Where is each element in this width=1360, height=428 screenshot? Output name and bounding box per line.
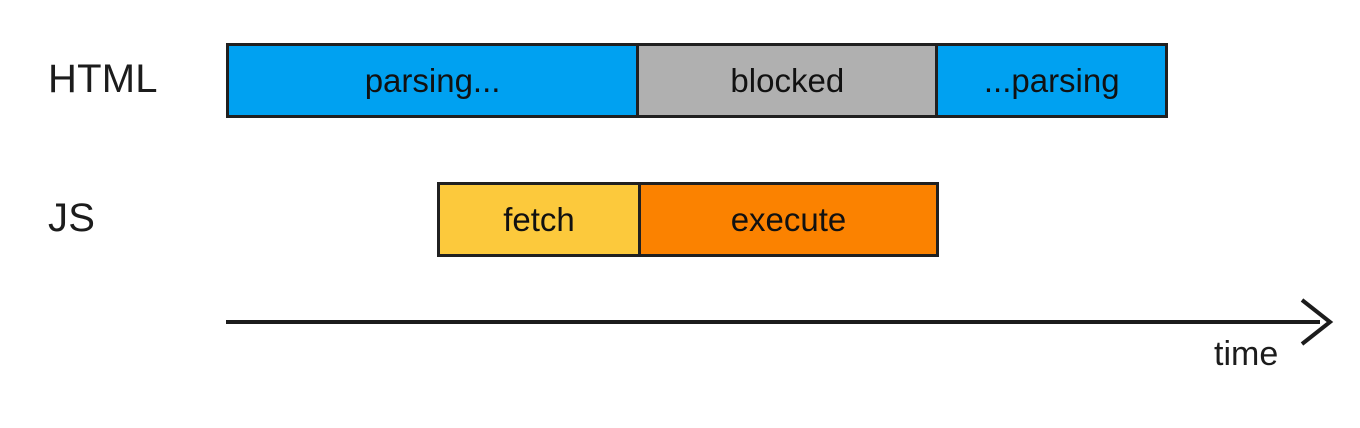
timeline-bar-js: fetch execute [437,182,939,257]
timeline-bar-html: parsing... blocked ...parsing [226,43,1168,118]
segment-execute: execute [638,182,939,257]
arrow-right-icon [1300,298,1334,346]
row-label-html: HTML [48,57,158,101]
segment-parsing-resume: ...parsing [935,43,1168,118]
segment-fetch: fetch [437,182,641,257]
segment-parsing-start: parsing... [226,43,640,118]
time-axis-label: time [1214,335,1279,373]
row-label-js: JS [48,196,96,240]
segment-blocked: blocked [636,43,939,118]
time-axis [220,296,1340,356]
